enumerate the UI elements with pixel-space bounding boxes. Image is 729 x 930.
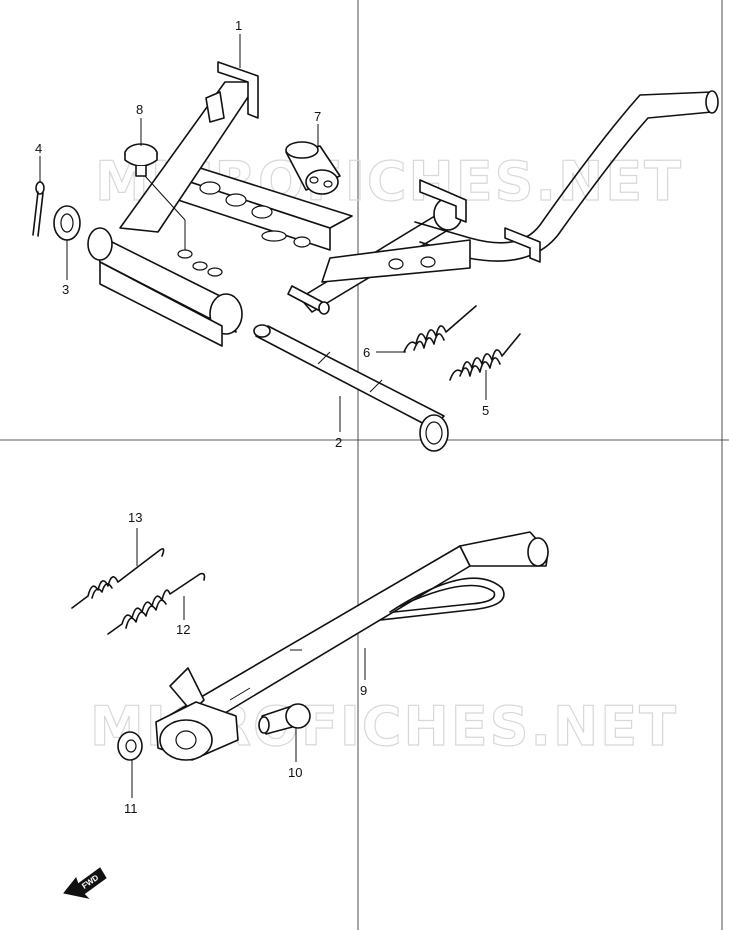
callout-11: 11 [124, 801, 138, 816]
leader-lines [39, 34, 487, 798]
pivot-bolt [258, 703, 311, 735]
pivot-shaft [253, 324, 449, 452]
spring-13 [71, 548, 165, 609]
callout-7: 7 [314, 109, 321, 124]
callout-2: 2 [335, 435, 342, 450]
center-stand-frame [87, 61, 719, 347]
cap-bumper [124, 143, 158, 177]
callout-6: 6 [363, 345, 370, 360]
cotter-pin [32, 181, 45, 237]
nut [117, 731, 143, 761]
washer [53, 205, 81, 241]
callout-13: 13 [128, 510, 142, 525]
rubber-stopper [285, 141, 341, 195]
callout-12: 12 [176, 622, 190, 637]
callout-8: 8 [136, 102, 143, 117]
fwd-arrow-icon: FWD [63, 867, 107, 899]
side-stand [155, 531, 549, 761]
callout-1: 1 [235, 18, 242, 33]
callout-10: 10 [288, 765, 302, 780]
spring-12 [107, 572, 206, 635]
callout-3: 3 [62, 282, 69, 297]
spring-6 [403, 305, 477, 353]
callout-4: 4 [35, 141, 42, 156]
callout-9: 9 [360, 683, 367, 698]
callout-5: 5 [482, 403, 489, 418]
spring-5 [449, 333, 521, 381]
